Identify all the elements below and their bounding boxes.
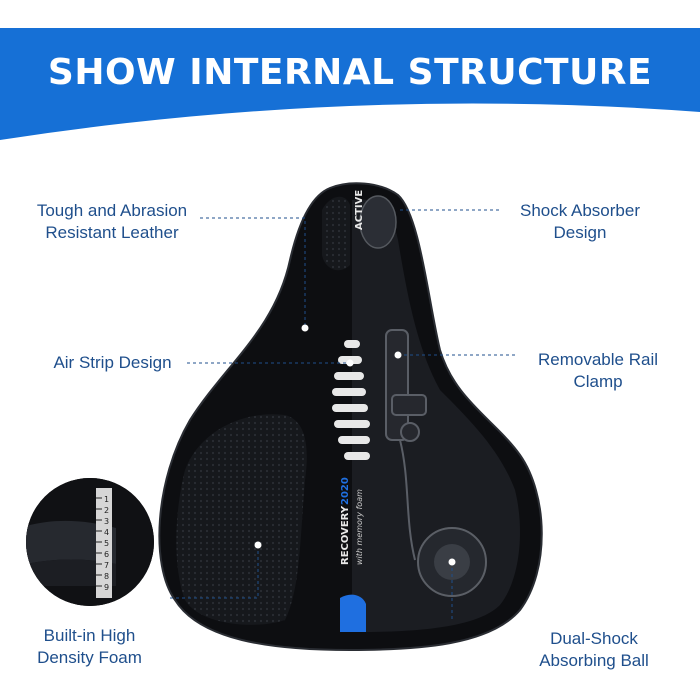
foam-inset-photo: 1 2 3 4 5 6 7 8 9	[26, 478, 154, 606]
saddle-interior	[352, 199, 520, 632]
rail-clamp	[385, 329, 427, 561]
dot-leather	[301, 324, 309, 332]
accent-logo	[340, 594, 366, 632]
model-number-text: 2020	[340, 477, 351, 505]
tagline-text: with memory foam	[355, 489, 364, 565]
callout-foam: Built-in High Density Foam	[37, 626, 142, 667]
page-title: SHOW INTERNAL STRUCTURE	[47, 52, 653, 93]
ruler-marks: 1 2 3 4 5 6 7 8 9	[96, 495, 109, 592]
callout-leather: Tough and Abrasion Resistant Leather	[36, 201, 188, 242]
ruler-number: 9	[104, 583, 109, 592]
brand-text: ACTIVE	[354, 190, 365, 230]
inset-scene: 1 2 3 4 5 6 7 8 9	[26, 478, 154, 606]
inset-shell	[26, 559, 116, 586]
leader-leather	[200, 217, 306, 328]
dot-air	[346, 359, 354, 367]
model-text: RECOVERY	[340, 505, 351, 565]
air-strip	[332, 340, 370, 460]
inset-foam-layer	[26, 520, 116, 564]
ruler-number: 1	[104, 495, 109, 504]
shock-absorber	[359, 195, 397, 249]
callout-air: Air Strip Design	[53, 353, 172, 372]
ruler-number: 5	[104, 539, 109, 548]
ruler-number: 6	[104, 550, 109, 559]
ruler-number: 4	[104, 528, 109, 537]
foam-pad	[176, 414, 307, 625]
banner-shape	[0, 28, 700, 140]
measuring-ruler	[96, 488, 112, 598]
leader-foam	[170, 545, 259, 599]
ruler-number: 8	[104, 572, 109, 581]
dot-ball	[448, 558, 456, 566]
ruler-number: 2	[104, 506, 109, 515]
callout-rail: Removable Rail Clamp	[538, 350, 658, 391]
callout-ball: Dual-Shock Absorbing Ball	[539, 629, 649, 670]
callout-shock: Shock Absorber Design	[519, 201, 640, 242]
ruler-number: 7	[104, 561, 109, 570]
header-banner	[0, 0, 700, 140]
ruler-number: 3	[104, 517, 109, 526]
nose-pad	[322, 196, 350, 271]
dot-foam	[254, 541, 262, 549]
dot-rail	[394, 351, 402, 359]
